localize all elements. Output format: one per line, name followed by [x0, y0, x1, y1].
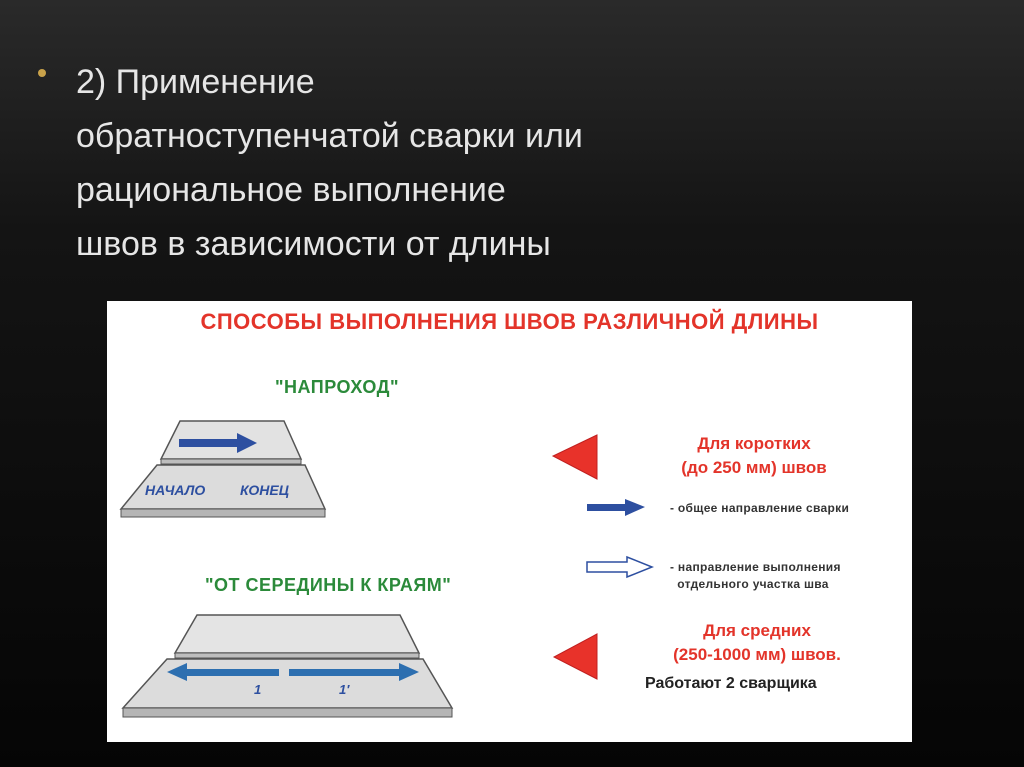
- figure-title: СПОСОБЫ ВЫПОЛНЕНИЯ ШВОВ РАЗЛИЧНОЙ ДЛИНЫ: [200, 309, 819, 334]
- solid-arrow-icon: [587, 499, 645, 516]
- bullet-text: 2) Применение обратноступенчатой сварки …: [76, 63, 583, 263]
- bullet-dot-icon: [38, 69, 46, 77]
- solid-arrow-icon: [179, 433, 257, 453]
- left-arrow-icon: [167, 663, 279, 681]
- plate-top-2: [173, 614, 421, 659]
- short-seams-note: Для коротких (до 250 мм) швов: [681, 434, 827, 477]
- red-triangle-icon: [552, 633, 598, 680]
- method-middle-to-edges-label: "ОТ СЕРЕДИНЫ К КРАЯМ": [205, 575, 452, 595]
- welding-methods-figure: СПОСОБЫ ВЫПОЛНЕНИЯ ШВОВ РАЗЛИЧНОЙ ДЛИНЫ …: [107, 301, 912, 742]
- figure-drawing: НАЧАЛО КОНЕЦ 1 1′: [119, 420, 655, 718]
- two-welders-note: Работают 2 сварщика: [645, 675, 817, 692]
- seam-part-right-label: 1′: [339, 682, 350, 697]
- bullet-item: 2) Применение обратноступенчатой сварки …: [38, 55, 678, 271]
- plate-bottom-1: [119, 464, 327, 518]
- red-triangle-icon: [551, 434, 598, 480]
- hollow-arrow-icon: [586, 555, 655, 579]
- plate-end-label: КОНЕЦ: [240, 482, 289, 498]
- legend-solid-arrow-text: - общее направление сварки: [670, 501, 850, 515]
- method-straight-label: "НАПРОХОД": [275, 377, 399, 397]
- right-arrow-icon: [289, 663, 419, 681]
- medium-seams-note: Для средних (250-1000 мм) швов.: [673, 621, 841, 664]
- seam-part-left-label: 1: [254, 682, 261, 697]
- plate-start-label: НАЧАЛО: [145, 482, 205, 498]
- legend-hollow-arrow-text: - направление выполнения отдельного учас…: [670, 560, 841, 591]
